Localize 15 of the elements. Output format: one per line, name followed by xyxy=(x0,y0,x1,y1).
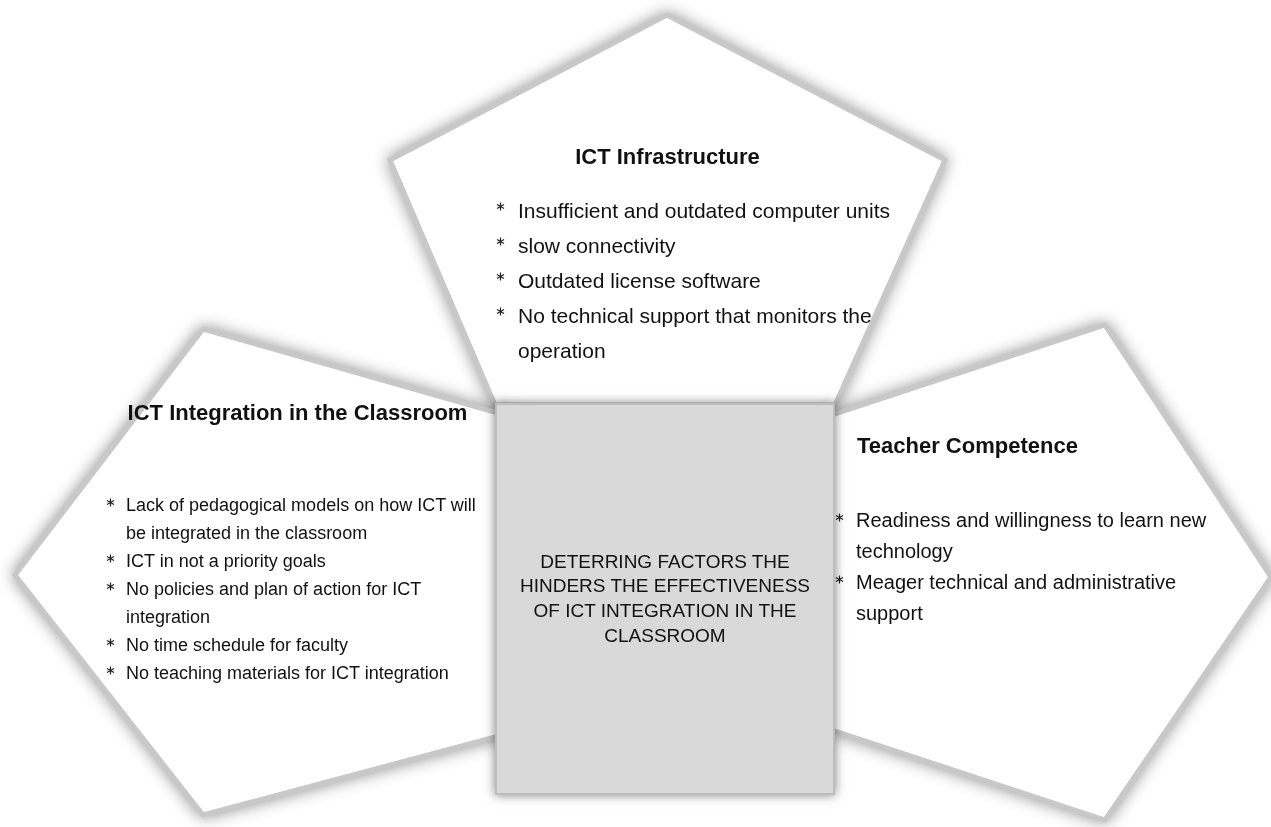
bullet-text: No policies and plan of action for ICT integration xyxy=(126,578,422,629)
center-box: DETERRING FACTORS THE HINDERS THE EFFECTIVENESS OF ICT INTEGRATION IN THE CLASSROOM xyxy=(495,403,835,795)
heading: ICT Integration in the Classroom xyxy=(126,399,469,427)
heading: Teacher Competence xyxy=(857,432,1079,460)
bullet-text: No teaching materials for ICT integration xyxy=(126,662,449,685)
bullet-text: Readiness and willingness to learn new technology xyxy=(856,508,1208,564)
bullet-text: No time schedule for faculty xyxy=(126,634,349,657)
bullet-text: Meager technical and administrative support xyxy=(856,570,1178,626)
bullet-text: Lack of pedagogical models on how ICT will be integrated in the classroom xyxy=(126,494,477,545)
bullet-text: Outdated license software xyxy=(518,268,761,294)
bullet-text: Insufficient and outdated computer units xyxy=(518,198,891,224)
heading: ICT Infrastructure xyxy=(574,143,761,171)
bullet-text: No technical support that monitors the operation xyxy=(518,303,873,364)
bullet-text: ICT in not a priority goals xyxy=(126,550,326,573)
bullet-text: slow connectivity xyxy=(518,233,676,259)
